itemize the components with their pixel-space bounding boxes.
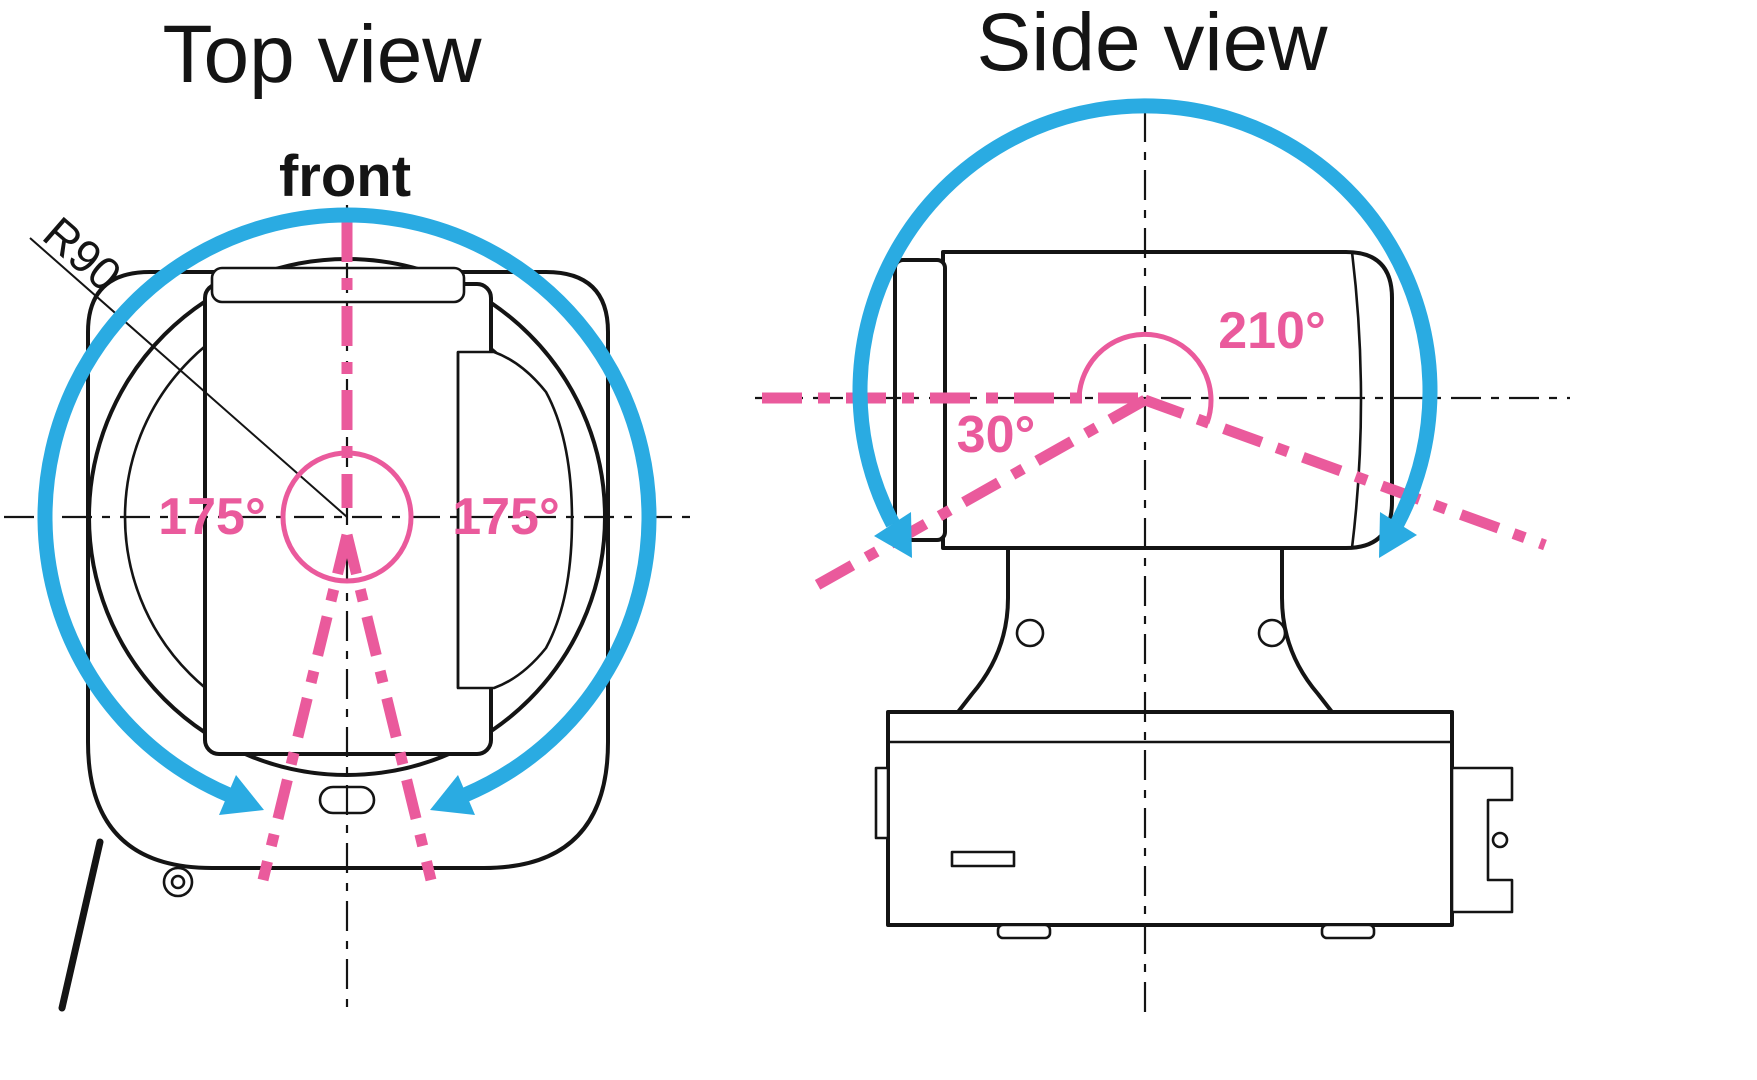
camera-head-side-outline	[941, 250, 1394, 550]
tilt-limit-line-down	[809, 395, 1148, 593]
tilt-down-angle-label: 30°	[957, 406, 1036, 464]
camera-head-top-cap	[210, 266, 466, 304]
radius-r90-line	[29, 237, 348, 518]
mount-bracket-screw	[1491, 831, 1509, 849]
camera-cable-line	[58, 838, 104, 1012]
neck-screw-left	[1015, 618, 1045, 648]
mount-bracket-outline	[1450, 766, 1514, 914]
pan-limit-line-left	[257, 533, 353, 882]
pan-arrowhead-right	[430, 775, 475, 815]
camera-head-edge-line	[1350, 251, 1363, 549]
tilt-angle-ring	[1076, 331, 1214, 424]
side-view-diagram: Side view 210° 30°	[755, 0, 1570, 1012]
base-foot-right	[1320, 923, 1376, 940]
camera-base-side-outline	[886, 710, 1454, 927]
front-label: front	[279, 144, 411, 209]
neck-screw-right	[1257, 618, 1287, 648]
base-foot-left	[996, 923, 1052, 940]
pan-limit-line-right	[341, 533, 437, 882]
tilt-arrowhead-right	[1379, 512, 1417, 558]
tilt-rotation-arc	[852, 98, 1438, 528]
tilt-arrowhead-left	[874, 512, 912, 558]
top-view-title: Top view	[162, 9, 482, 100]
base-screw-inner	[170, 874, 186, 890]
base-side-tab	[874, 766, 890, 840]
side-view-title: Side view	[977, 0, 1329, 88]
pan-angle-right-label: 175°	[452, 488, 560, 546]
tilt-limit-line-up	[1143, 394, 1547, 551]
pan-rotation-arc	[37, 207, 657, 802]
base-vent-slot	[950, 850, 1016, 868]
top-view-diagram: Top view front R90 175° 175°	[4, 9, 700, 1015]
tilt-up-angle-label: 210°	[1218, 302, 1326, 360]
lens-top-outline	[456, 350, 574, 690]
pan-arrowhead-left	[219, 775, 264, 815]
pan-angle-left-label: 175°	[158, 488, 266, 546]
